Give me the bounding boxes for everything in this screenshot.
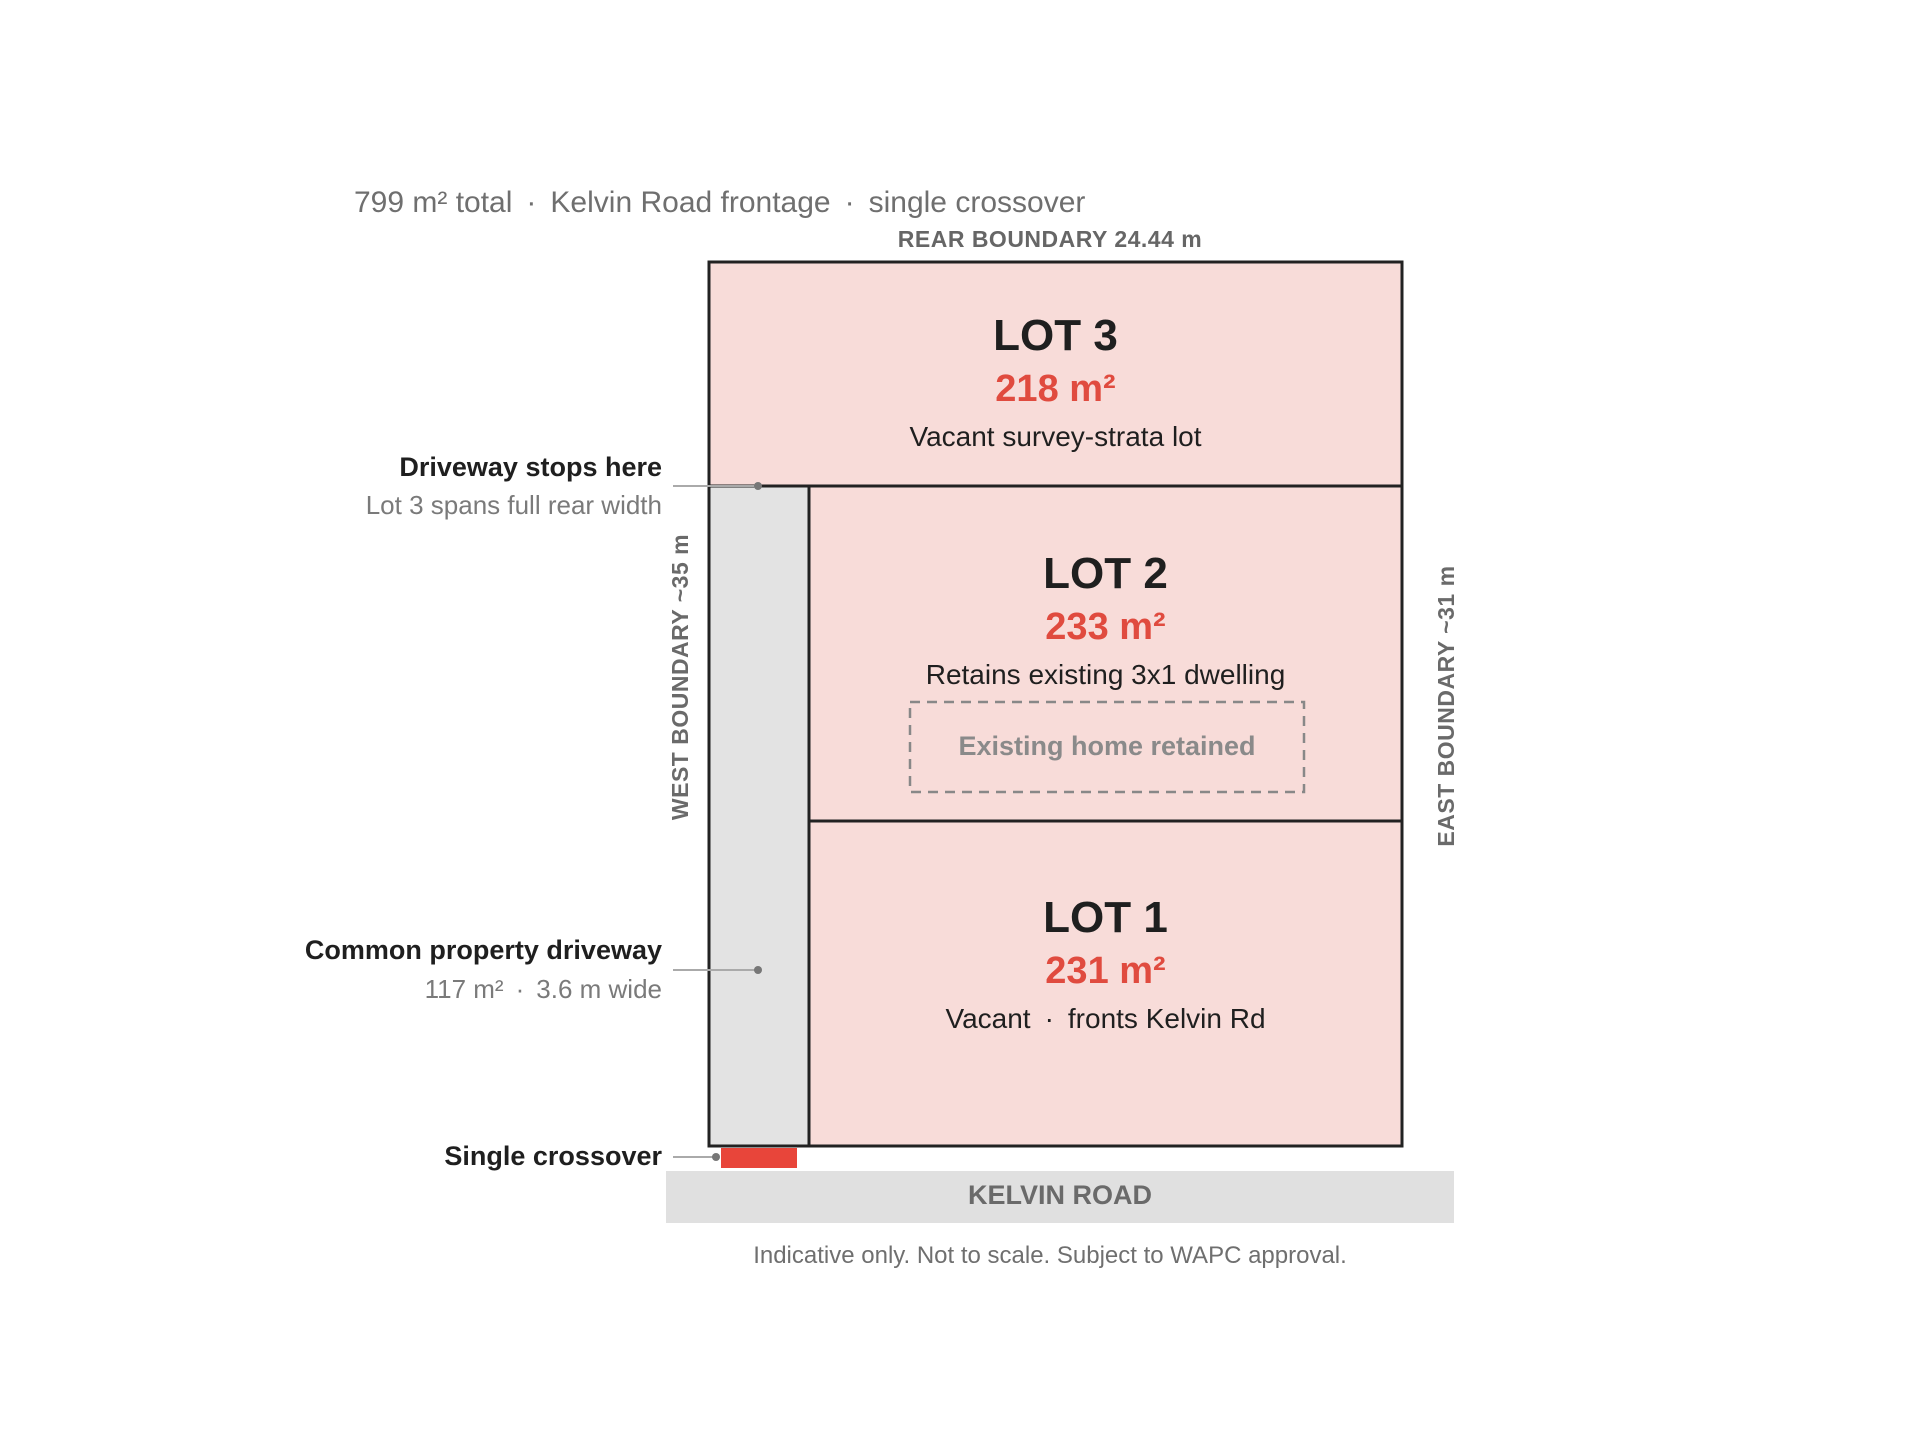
east-boundary-label: EAST BOUNDARY ~31 m xyxy=(1433,565,1459,847)
driveway-stop-subtitle: Lot 3 spans full rear width xyxy=(365,490,662,520)
lot-3-description: Vacant survey-strata lot xyxy=(909,421,1202,452)
rear-boundary-label: REAR BOUNDARY 24.44 m xyxy=(897,226,1203,252)
driveway-stop-title: Driveway stops here xyxy=(399,452,662,482)
lot-1-title: LOT 1 xyxy=(1043,893,1168,942)
driveway-dot xyxy=(754,966,762,974)
west-boundary-label: WEST BOUNDARY ~35 m xyxy=(667,533,693,821)
lot-3-area xyxy=(709,262,1402,486)
kelvin-road xyxy=(666,1171,1454,1223)
disclaimer: Indicative only. Not to scale. Subject t… xyxy=(753,1242,1347,1269)
existing-home-label: Existing home retained xyxy=(958,731,1256,761)
lot-1-area-label: 231 m² xyxy=(1045,950,1166,992)
lot-3-title: LOT 3 xyxy=(993,311,1118,360)
lot-1-area xyxy=(809,821,1402,1146)
lot-3-area-label: 218 m² xyxy=(995,368,1116,410)
crossover-dot xyxy=(712,1153,720,1161)
driveway-area xyxy=(709,486,809,1146)
driveway-subtitle: 117 m²·3.6 m wide xyxy=(424,974,662,1004)
driveway-stop-dot xyxy=(754,482,762,490)
lot-2-title: LOT 2 xyxy=(1043,549,1168,598)
existing-home-outline xyxy=(908,700,1306,794)
site-boundary xyxy=(707,260,1404,1148)
crossover-title: Single crossover xyxy=(444,1141,662,1171)
crossover-marker xyxy=(721,1148,797,1168)
driveway-title: Common property driveway xyxy=(304,935,662,965)
lot-2-area xyxy=(809,486,1402,821)
road-name: KELVIN ROAD xyxy=(967,1180,1152,1210)
lot-2-description: Retains existing 3x1 dwelling xyxy=(925,659,1286,690)
lot-2-area-label: 233 m² xyxy=(1045,606,1166,648)
plan-summary: 799 m² total·Kelvin Road frontage·single… xyxy=(354,186,1086,219)
lot-1-description: Vacant·fronts Kelvin Rd xyxy=(945,1003,1266,1034)
